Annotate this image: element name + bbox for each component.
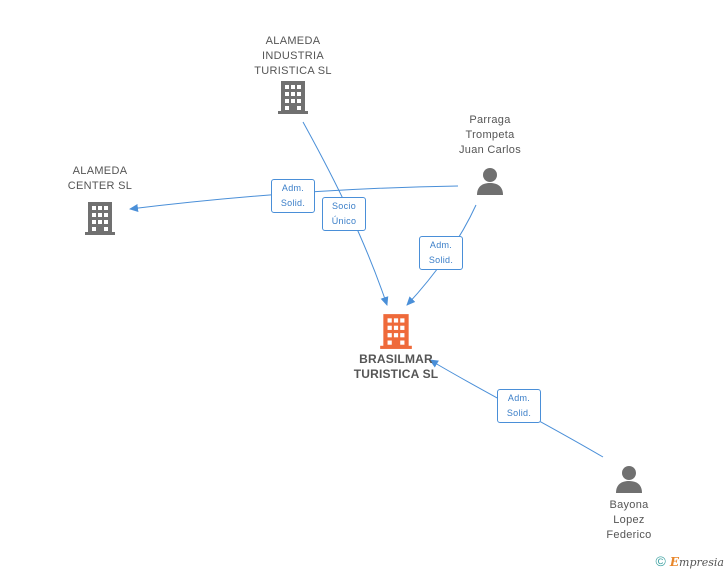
edge-label-socio-unico: Socio Único: [322, 197, 366, 231]
building-icon: [278, 81, 308, 114]
edge-label-adm-solid: Adm. Solid.: [271, 179, 315, 213]
brand-first-letter: E: [669, 555, 680, 569]
building-icon: [85, 202, 115, 235]
empresia-logo: ©Empresia: [656, 553, 724, 569]
edge-label-adm-solid: Adm. Solid.: [419, 236, 463, 270]
building-icon: [380, 314, 412, 349]
node-label: ALAMEDA CENTER SL: [67, 165, 133, 192]
person-icon: [477, 168, 503, 195]
node-label: Parraga Trompeta Juan Carlos: [459, 114, 521, 156]
node-parraga[interactable]: Parraga Trompeta Juan Carlos: [438, 113, 542, 196]
node-label: Bayona Lopez Federico: [606, 499, 652, 541]
copyright-symbol: ©: [655, 553, 666, 569]
node-brasilmar-main[interactable]: BRASILMAR TURISTICA SL: [338, 312, 454, 382]
node-label: ALAMEDA INDUSTRIA TURISTICA SL: [254, 35, 332, 77]
node-label: BRASILMAR TURISTICA SL: [353, 352, 439, 381]
edge-label-adm-solid: Adm. Solid.: [497, 389, 541, 423]
node-alameda-center[interactable]: ALAMEDA CENTER SL: [50, 164, 150, 236]
person-icon: [616, 466, 642, 493]
node-alameda-industria[interactable]: ALAMEDA INDUSTRIA TURISTICA SL: [238, 34, 348, 115]
brand-rest: mpresia: [679, 556, 724, 569]
node-bayona[interactable]: Bayona Lopez Federico: [580, 464, 678, 543]
